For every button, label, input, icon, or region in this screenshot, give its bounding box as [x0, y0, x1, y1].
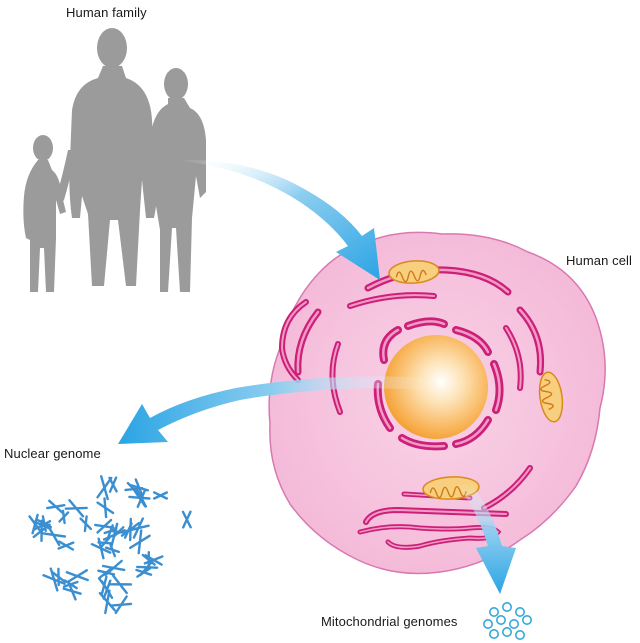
mtdna-ring — [488, 606, 499, 617]
chromosome-mark — [141, 551, 156, 569]
chromosome-mark — [96, 497, 115, 519]
nucleus — [373, 317, 504, 451]
chromosome-mark — [65, 569, 89, 584]
chromosome-mark — [102, 522, 126, 547]
chromosome-mark — [98, 589, 117, 615]
mtdna-ring — [482, 618, 493, 629]
chromosome-mark — [93, 518, 115, 534]
mitochondrion-right — [538, 371, 564, 423]
chromosome-mark — [64, 499, 88, 518]
chromosome-mark — [57, 540, 75, 551]
chromosome-mark — [33, 520, 52, 531]
arrow-mito-to-genomes — [458, 482, 516, 594]
label-human-cell: Human cell — [566, 253, 633, 268]
mother-silhouette — [150, 68, 206, 292]
mtdna-ring — [501, 626, 512, 637]
mtdna-ring — [495, 614, 506, 625]
mtdna-ring — [514, 606, 525, 617]
mtdna-ring — [514, 629, 525, 640]
chromosome-mark — [42, 567, 66, 592]
chromosome-mark — [107, 574, 133, 595]
label-nuclear-genome: Nuclear genome — [4, 446, 101, 461]
mitochondrion-top — [388, 260, 440, 284]
chromosome-mark — [96, 475, 113, 501]
chromosome-mark — [152, 491, 169, 500]
chromosome-mark — [62, 579, 79, 590]
chromosome-mark — [181, 510, 192, 529]
chromosome-mark — [128, 529, 151, 555]
chromosome-mark — [101, 559, 126, 577]
mtdna-ring — [501, 601, 512, 612]
endoplasmic-reticulum — [278, 266, 545, 550]
chromosome-mark — [58, 509, 70, 525]
mtdna-ring — [508, 618, 519, 629]
chromosome-mark — [128, 488, 151, 508]
chromosome-mark — [126, 517, 150, 539]
chromosome-mark — [46, 499, 66, 514]
chromosome-mark — [79, 515, 93, 533]
mtdna-ring — [521, 614, 532, 625]
mitochondrial-genome-rings — [482, 601, 532, 640]
chromosome-mark — [28, 513, 42, 535]
chromosome-mark — [110, 595, 133, 615]
label-mitochondrial-genomes: Mitochondrial genomes — [321, 614, 458, 629]
arrow-family-to-cell — [176, 159, 380, 280]
arrow-nucleus-to-genome — [118, 376, 430, 444]
nuclear-genome-chromosomes — [28, 475, 192, 615]
family-silhouettes — [23, 28, 206, 292]
human-cell — [268, 231, 606, 575]
child-silhouette — [23, 135, 66, 292]
chromosome-mark — [90, 537, 112, 560]
label-human-family: Human family — [66, 5, 147, 20]
father-silhouette — [56, 28, 157, 286]
mtdna-ring — [488, 628, 499, 639]
